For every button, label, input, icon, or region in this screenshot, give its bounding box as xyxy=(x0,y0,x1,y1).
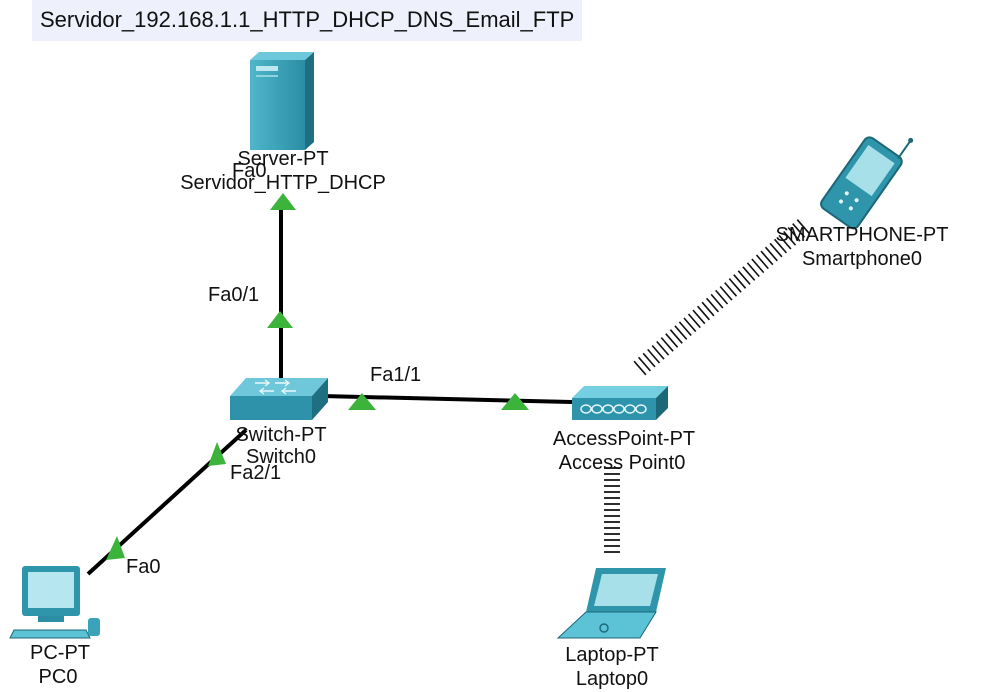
pc-name-label: PC0 xyxy=(38,666,78,688)
link-status-up-icon xyxy=(270,193,296,210)
server-note[interactable]: Servidor_192.168.1.1_HTTP_DHCP_DNS_Email… xyxy=(32,0,583,41)
switch-name-label: Switch0 xyxy=(245,446,317,468)
laptop-model-label: Laptop-PT xyxy=(565,644,659,666)
wireless-link-laptop xyxy=(604,467,620,553)
link-status-up-icon xyxy=(267,311,293,328)
server-name-label: Servidor_HTTP_DHCP xyxy=(180,172,386,194)
port-label-switch-fa0-1: Fa0/1 xyxy=(208,284,260,306)
access-point-model-label: AccessPoint-PT xyxy=(552,428,696,450)
access-point-name-label: Access Point0 xyxy=(558,452,686,474)
switch-model-label: Switch-PT xyxy=(235,424,327,446)
link-status-up-icon xyxy=(208,442,226,466)
switch-icon[interactable] xyxy=(230,378,328,420)
smartphone-icon[interactable] xyxy=(819,117,917,231)
wireless-link-smartphone xyxy=(633,219,810,376)
server-icon[interactable] xyxy=(250,52,314,150)
pc-model-label: PC-PT xyxy=(30,642,90,664)
port-label-switch-fa1-1: Fa1/1 xyxy=(370,364,422,386)
smartphone-name-label: Smartphone0 xyxy=(801,248,923,270)
server-model-label: Server-PT xyxy=(237,148,329,170)
port-label-pc-fa0: Fa0 xyxy=(126,556,161,578)
link-status-up-icon xyxy=(501,393,529,410)
link-status-up-icon xyxy=(348,393,376,410)
link-status-up-icon xyxy=(106,536,125,560)
port-label-server-fa0: Fa0 xyxy=(232,160,267,182)
port-label-switch-fa2-1: Fa2/1 xyxy=(230,462,282,484)
smartphone-model-label: SMARTPHONE-PT xyxy=(775,224,949,246)
laptop-icon[interactable] xyxy=(556,568,666,639)
access-point-icon[interactable] xyxy=(572,386,668,420)
laptop-name-label: Laptop0 xyxy=(575,668,649,690)
pc-icon[interactable] xyxy=(9,566,100,639)
